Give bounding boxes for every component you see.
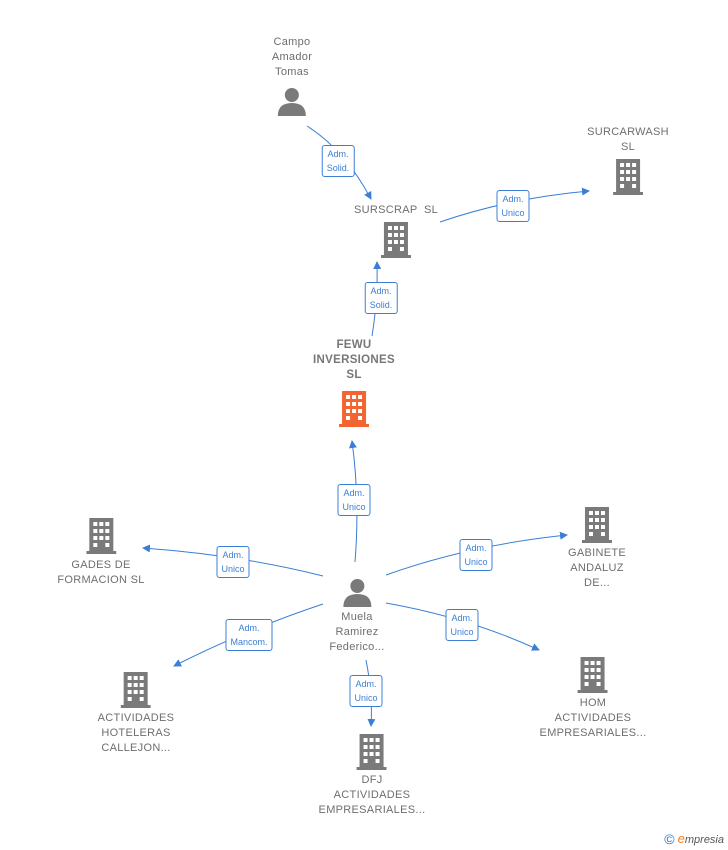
node-surcarwash-sl[interactable]: SURCARWASH SL [587, 125, 669, 195]
relation-label-line: Adm. [238, 623, 260, 633]
building-icon [582, 507, 612, 543]
building-icon [381, 222, 411, 258]
node-surscrap-sl[interactable]: SURSCRAP SL [354, 203, 438, 258]
node-label-line: ANDALUZ [570, 562, 624, 574]
building-icon [86, 518, 116, 554]
relation-label-line: Adm. [370, 286, 392, 296]
node-label-line: FEWU [336, 339, 372, 351]
node-label-line: ACTIVIDADES [554, 712, 632, 724]
relation-label-line: Unico [464, 557, 488, 567]
relation-label-muela-hom[interactable]: Adm. Unico [445, 609, 479, 641]
node-label-line: GABINETE [567, 547, 627, 559]
node-label-line: Federico... [329, 641, 385, 653]
node-gabinete-andaluz[interactable]: GABINETE ANDALUZ DE... [568, 507, 626, 591]
node-label-line: ACTIVIDADES [333, 789, 411, 801]
relation-label-line: Solid. [326, 163, 350, 173]
node-label-line: Ramirez [335, 626, 379, 638]
relation-label-line: Unico [342, 502, 366, 512]
relation-label-line: Adm. [465, 543, 487, 553]
node-label-line: ACTIVIDADES [97, 712, 175, 724]
brand-initial: e [677, 831, 685, 846]
relation-label-line: Solid. [369, 300, 393, 310]
node-label-line: EMPRESARIALES... [318, 804, 426, 816]
brand-watermark: © empresia [664, 831, 724, 847]
node-label-line: CALLEJON... [101, 742, 171, 754]
building-icon [577, 657, 608, 693]
node-label-line: Campo [273, 36, 311, 48]
relation-label-muela-gabinete[interactable]: Adm. Unico [459, 539, 493, 571]
relation-label-line: Adm. [222, 550, 244, 560]
node-fewu-inversiones-sl[interactable]: FEWU INVERSIONES SL [313, 338, 395, 427]
node-label-line: SL [346, 369, 362, 381]
node-hom-actividades[interactable]: HOM ACTIVIDADES EMPRESARIALES... [540, 657, 647, 741]
node-label-line: HOM [579, 697, 607, 709]
node-label-line: EMPRESARIALES... [539, 727, 647, 739]
relation-label-muela-dfj[interactable]: Adm. Unico [349, 675, 383, 707]
relation-label-muela-gades[interactable]: Adm. Unico [216, 546, 250, 578]
copyright-icon: © [664, 831, 675, 847]
node-muela-ramirez-federico[interactable]: Muela Ramirez Federico... [329, 577, 384, 655]
node-label-line: Tomas [275, 66, 309, 78]
node-label-line: HOTELERAS [101, 727, 171, 739]
node-label-line: Amador [271, 51, 313, 63]
node-label-line: GADES DE [71, 559, 131, 571]
node-campo-amador-tomas[interactable]: Campo Amador Tomas [272, 35, 312, 116]
person-icon [342, 579, 371, 607]
building-icon [613, 159, 643, 195]
relation-label-campo-surscrap[interactable]: Adm. Solid. [321, 145, 355, 177]
relation-label-muela-hoteleras[interactable]: Adm. Mancom. [225, 619, 273, 651]
relation-label-line: Unico [450, 627, 474, 637]
node-label-line: INVERSIONES [313, 354, 395, 366]
relation-label-fewu-surscrap[interactable]: Adm. Solid. [364, 282, 398, 314]
person-icon [277, 88, 306, 116]
relation-label-line: Mancom. [230, 637, 268, 647]
relation-label-line: Adm. [451, 613, 473, 623]
node-label-line: SL [620, 141, 636, 153]
node-gades-de-formacion-sl[interactable]: GADES DE FORMACION SL [57, 518, 144, 588]
building-icon [121, 672, 151, 708]
relation-label-surscrap-surcarwash[interactable]: Adm. Unico [496, 190, 530, 222]
relation-label-line: Adm. [327, 149, 349, 159]
building-icon [356, 734, 387, 770]
relation-label-line: Adm. [343, 488, 365, 498]
relation-label-muela-fewu[interactable]: Adm. Unico [337, 484, 371, 516]
relation-label-line: Unico [501, 208, 525, 218]
node-label-line: SURCARWASH [587, 126, 669, 138]
node-actividades-hoteleras[interactable]: ACTIVIDADES HOTELERAS CALLEJON... [98, 672, 175, 756]
relation-label-line: Adm. [355, 679, 377, 689]
node-label-line: SURSCRAP SL [353, 204, 439, 216]
node-label-line: DE... [584, 577, 610, 589]
relation-label-line: Unico [354, 693, 378, 703]
building-icon [339, 391, 369, 427]
brand-name: mpresia [684, 834, 724, 846]
relation-label-line: Adm. [502, 194, 524, 204]
relation-label-line: Unico [221, 564, 245, 574]
node-label-line: FORMACION SL [57, 574, 145, 586]
node-dfj-actividades[interactable]: DFJ ACTIVIDADES EMPRESARIALES... [319, 734, 426, 818]
node-label-line: Muela [341, 611, 373, 623]
node-label-line: DFJ [361, 774, 383, 786]
